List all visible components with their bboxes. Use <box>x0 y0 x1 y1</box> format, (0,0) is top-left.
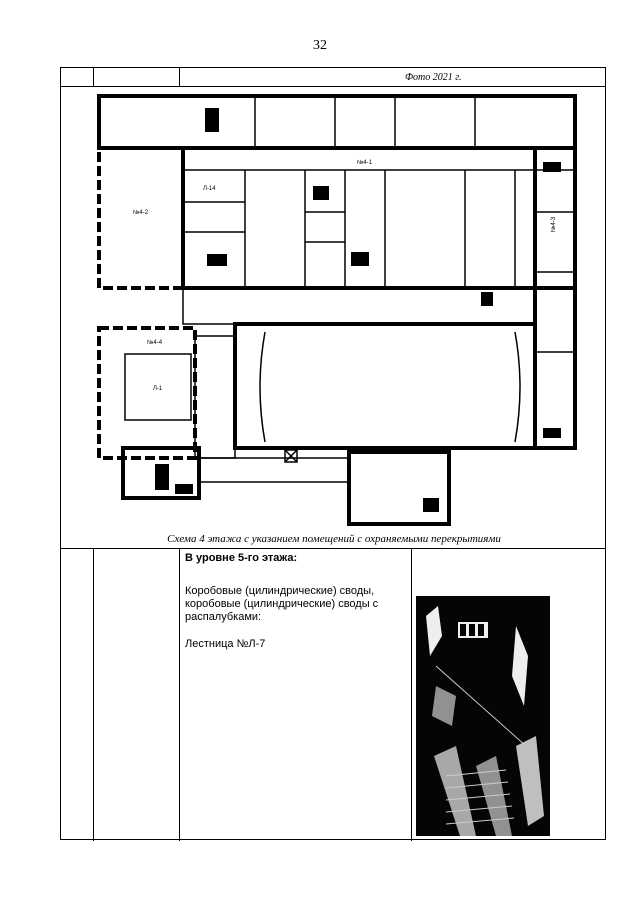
room-label: Л-14 <box>203 186 216 192</box>
plan-caption: Схема 4 этажа с указанием помещений с ох… <box>167 533 501 545</box>
photo-caption: Фото 2021 г. <box>405 72 462 83</box>
room-label: №4-4 <box>147 339 163 346</box>
corridor <box>182 147 576 171</box>
room-label: Л-1 <box>153 386 163 392</box>
wall-outline <box>97 146 185 290</box>
page-number: 32 <box>313 38 327 53</box>
stair-hall <box>124 353 192 421</box>
column-divider <box>179 68 180 86</box>
stair-hatching <box>155 108 561 512</box>
row-divider <box>61 548 605 549</box>
stage-curve <box>514 331 521 443</box>
corridor <box>198 457 350 483</box>
corridor <box>182 287 536 325</box>
column-divider <box>93 548 94 841</box>
room-label: №4-2 <box>133 209 149 216</box>
wall-outline <box>233 322 537 450</box>
wall-outline <box>181 146 577 290</box>
vault-description: Коробовые (цилиндрические) своды, коробо… <box>185 585 379 623</box>
floor-plan: №4-1 №4-2 №4-3 №4-4 Л-1 Л-14 <box>97 94 577 526</box>
column-divider <box>179 548 180 841</box>
document-table: Фото 2021 г. <box>60 67 606 841</box>
room-label: №4-3 <box>550 216 557 232</box>
wall-outline <box>97 94 577 150</box>
column-divider <box>93 68 94 86</box>
description-cell: В уровне 5-го этажа: Коробовые (цилиндри… <box>185 552 405 651</box>
stage-curve <box>259 331 266 443</box>
staircase-photo <box>416 596 550 836</box>
wall-outline <box>533 146 577 450</box>
column-divider <box>411 548 412 841</box>
wall-outline <box>347 450 451 526</box>
lift-shaft <box>284 449 298 463</box>
wall-outline <box>97 326 197 460</box>
room-label: №4-1 <box>357 159 373 166</box>
corridor <box>194 335 236 459</box>
row-divider <box>61 86 605 87</box>
staircase-label: Лестница №Л-7 <box>185 638 266 650</box>
level-heading: В уровне 5-го этажа: <box>185 552 298 564</box>
